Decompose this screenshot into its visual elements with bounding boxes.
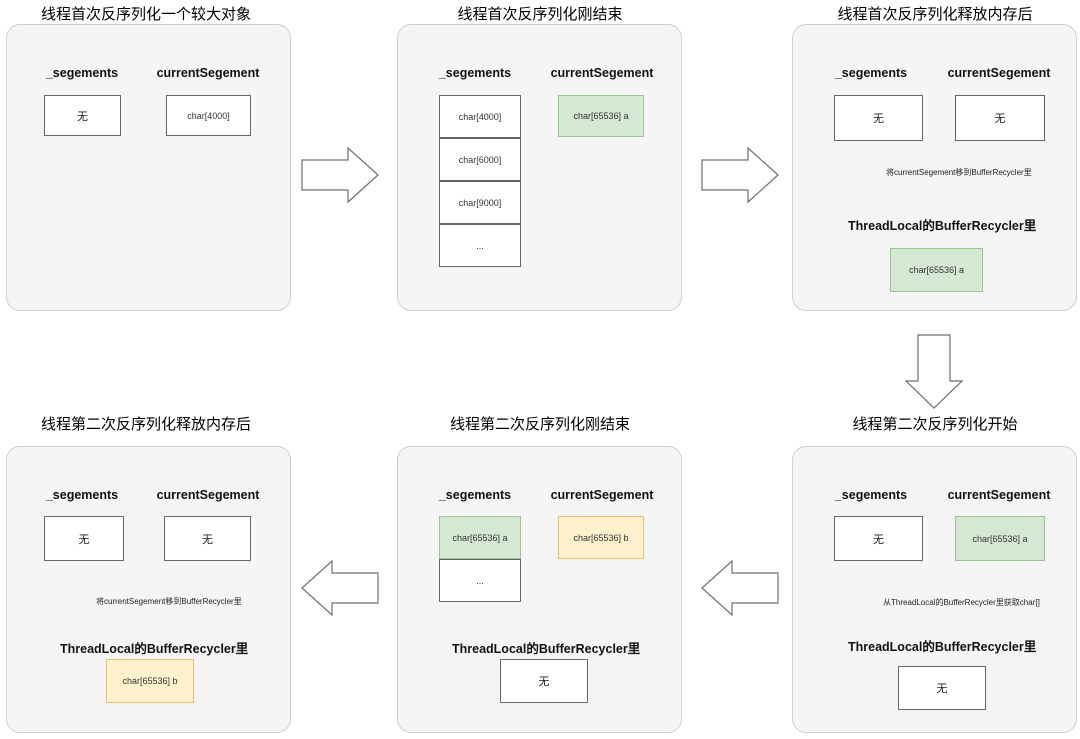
panel2-segment-row-1: char[6000]: [439, 138, 521, 181]
panel6-move-annotation: 将currentSegement移到BufferRecycler里: [96, 597, 242, 606]
panel2-segment-row-3: ...: [439, 224, 521, 267]
panel3-segments-box: 无: [834, 95, 923, 141]
panel2-segments-stack: char[4000] char[6000] char[9000] ...: [439, 95, 521, 267]
panel4-segments-box: 无: [834, 516, 923, 561]
panel3-threadlocal-label: ThreadLocal的BufferRecycler里: [848, 219, 1037, 233]
flow-arrow-right-2: [701, 146, 779, 204]
panel4-current-label: currentSegement: [947, 488, 1051, 502]
panel6-threadlocal-box: char[65536] b: [106, 659, 194, 703]
panel-first-deser-large-object: [6, 24, 291, 311]
panel5-segment-row-0: char[65536] a: [439, 516, 521, 559]
panel5-segments-stack: char[65536] a ...: [439, 516, 521, 603]
panel3-segments-label: _segements: [834, 66, 908, 80]
flow-arrow-left-1: [701, 559, 779, 617]
panel-title-4: 线程第二次反序列化开始: [852, 416, 1018, 433]
panel5-segment-row-1: ...: [439, 559, 521, 602]
panel6-current-label: currentSegement: [156, 488, 260, 502]
panel5-threadlocal-label: ThreadLocal的BufferRecycler里: [452, 642, 641, 656]
panel2-segment-row-2: char[9000]: [439, 181, 521, 224]
panel1-segments-label: _segements: [45, 66, 119, 80]
panel2-current-label: currentSegement: [550, 66, 654, 80]
panel3-move-annotation: 将currentSegement移到BufferRecycler里: [886, 168, 1032, 177]
panel4-threadlocal-label: ThreadLocal的BufferRecycler里: [848, 640, 1037, 654]
panel6-current-box: 无: [164, 516, 251, 561]
flow-arrow-down-1: [904, 334, 964, 409]
panel6-segments-label: _segements: [45, 488, 119, 502]
panel5-threadlocal-box: 无: [500, 659, 588, 703]
panel4-current-box: char[65536] a: [955, 516, 1045, 561]
panel3-current-box: 无: [955, 95, 1045, 141]
panel-title-3: 线程首次反序列化释放内存后: [837, 6, 1033, 23]
panel1-current-label: currentSegement: [156, 66, 260, 80]
panel2-current-box: char[65536] a: [558, 95, 644, 137]
panel-title-5: 线程第二次反序列化刚结束: [449, 416, 630, 433]
panel5-current-label: currentSegement: [550, 488, 654, 502]
panel2-segment-row-0: char[4000]: [439, 95, 521, 138]
flow-arrow-left-2: [301, 559, 379, 617]
panel4-fetch-annotation: 从ThreadLocal的BufferRecycler里获取char[]: [883, 598, 1040, 607]
panel4-threadlocal-box: 无: [898, 666, 986, 710]
panel6-segments-box: 无: [44, 516, 124, 561]
panel3-current-label: currentSegement: [947, 66, 1051, 80]
panel1-current-box: char[4000]: [166, 95, 251, 136]
panel-title-6: 线程第二次反序列化释放内存后: [40, 416, 251, 433]
panel3-threadlocal-box: char[65536] a: [890, 248, 983, 292]
flow-arrow-right-1: [301, 146, 379, 204]
panel4-segments-label: _segements: [834, 488, 908, 502]
panel-title-2: 线程首次反序列化刚结束: [457, 6, 623, 23]
panel6-threadlocal-label: ThreadLocal的BufferRecycler里: [60, 642, 249, 656]
panel5-segments-label: _segements: [438, 488, 512, 502]
panel1-segments-box: 无: [44, 95, 121, 136]
panel2-segments-label: _segements: [438, 66, 512, 80]
panel5-current-box: char[65536] b: [558, 516, 644, 559]
panel-title-1: 线程首次反序列化一个较大对象: [40, 6, 251, 23]
